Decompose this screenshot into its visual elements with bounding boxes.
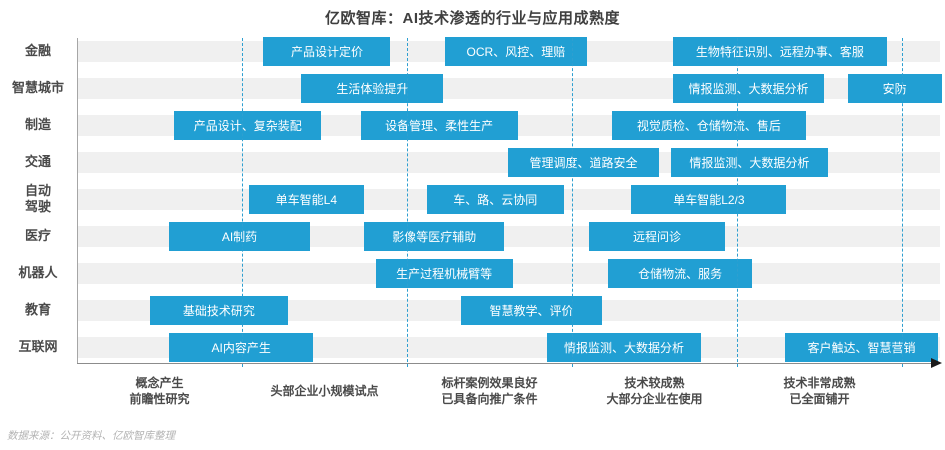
industry-label: 金融 <box>24 43 51 58</box>
stage-label: 标杆案例效果良好 已具备向推广条件 <box>441 376 538 406</box>
application-maturity-box: 车、路、云协同 <box>426 184 564 214</box>
stage-label: 概念产生 前瞻性研究 <box>129 376 190 406</box>
industry-label: 互联网 <box>18 339 58 354</box>
stage-divider-dashed-line <box>242 38 243 367</box>
industry-label: 机器人 <box>18 265 58 280</box>
application-maturity-box: 智慧教学、评价 <box>461 295 602 325</box>
application-maturity-box: 情报监测、大数据分析 <box>672 73 825 103</box>
industry-label: 医疗 <box>24 228 51 243</box>
application-maturity-box: 生产过程机械臂等 <box>375 258 513 288</box>
stage-divider-dashed-line <box>902 38 903 367</box>
application-maturity-box: OCR、风控、理赔 <box>444 36 587 66</box>
stage-divider-dashed-line <box>407 38 408 367</box>
application-maturity-box: 安防 <box>847 73 942 103</box>
y-axis-line <box>77 38 78 363</box>
stage-divider-dashed-line <box>572 38 573 367</box>
application-maturity-box: 单车智能L2/3 <box>631 184 787 214</box>
application-maturity-box: 生活体验提升 <box>301 73 444 103</box>
x-axis-arrowhead <box>931 358 942 368</box>
industry-label: 智慧城市 <box>11 80 64 95</box>
application-maturity-box: 仓储物流、服务 <box>608 258 752 288</box>
application-maturity-box: 远程问诊 <box>588 221 726 251</box>
application-maturity-box: AI内容产生 <box>169 332 313 362</box>
x-axis-line <box>77 363 932 364</box>
application-maturity-box: 设备管理、柔性生产 <box>360 110 518 140</box>
application-maturity-box: 产品设计、复杂装配 <box>174 110 322 140</box>
application-maturity-box: 生物特征识别、远程办事、客服 <box>672 36 888 66</box>
application-maturity-box: 情报监测、大数据分析 <box>547 332 701 362</box>
source-note: 数据来源：公开资料、亿欧智库整理 <box>7 430 175 442</box>
stage-label: 头部企业小规模试点 <box>270 384 379 398</box>
application-maturity-box: 影像等医疗辅助 <box>364 221 505 251</box>
application-maturity-box: 管理调度、道路安全 <box>507 147 660 177</box>
application-maturity-box: AI制药 <box>169 221 310 251</box>
stage-divider-dashed-line <box>737 38 738 367</box>
application-maturity-box: 视觉质检、仓储物流、售后 <box>611 110 807 140</box>
stage-label: 技术非常成熟 已全面铺开 <box>783 376 856 406</box>
industry-label: 教育 <box>24 302 51 317</box>
application-maturity-box: 产品设计定价 <box>263 36 391 66</box>
industry-label: 自动 驾驶 <box>24 183 51 214</box>
page-title: 亿欧智库：AI技术渗透的行业与应用成熟度 <box>324 10 620 27</box>
stage-label: 技术较成熟 大部分企业在使用 <box>606 376 703 406</box>
application-maturity-box: 情报监测、大数据分析 <box>671 147 828 177</box>
industry-label: 制造 <box>24 117 51 132</box>
application-maturity-box: 单车智能L4 <box>248 184 365 214</box>
application-maturity-box: 客户触达、智慧营销 <box>784 332 939 362</box>
application-maturity-box: 基础技术研究 <box>149 295 289 325</box>
industry-label: 交通 <box>24 154 51 169</box>
